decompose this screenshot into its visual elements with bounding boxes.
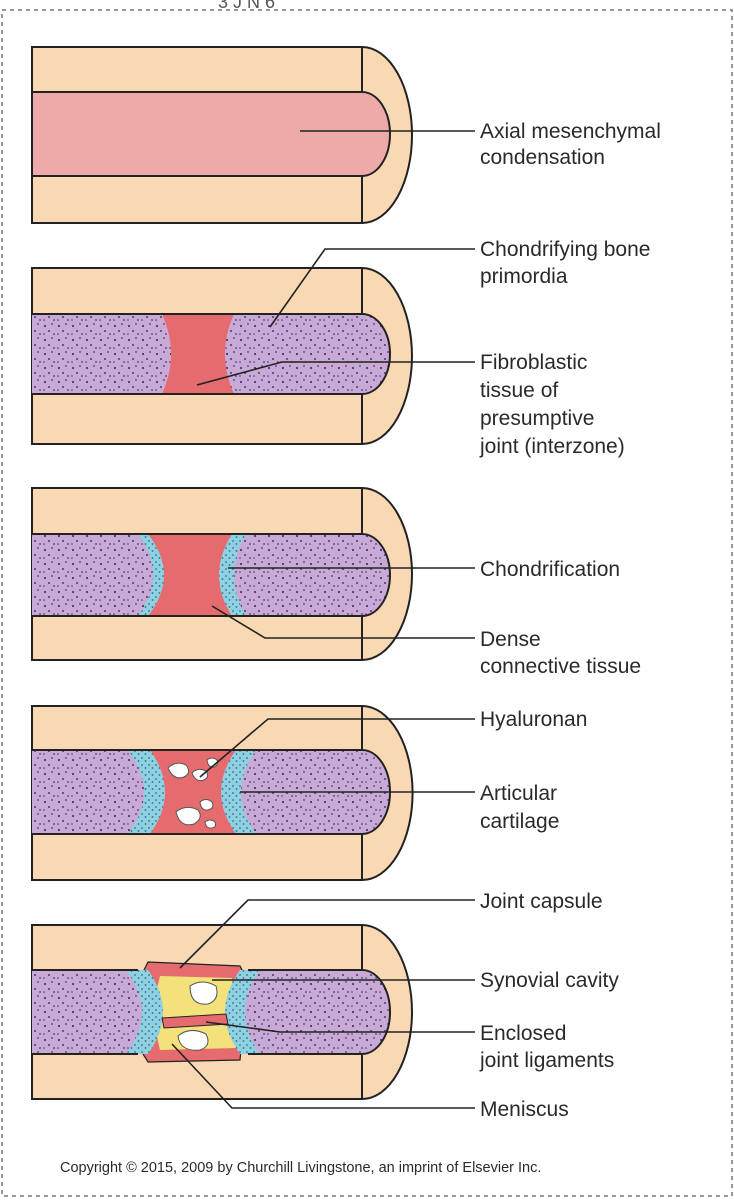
stage-1: Axial mesenchymal condensation [31,46,667,224]
interzone-tissue [160,314,236,394]
bone-right [245,970,390,1054]
stage-2: Chondrifying bone primordia Fibroblastic… [31,238,656,458]
label-synovial-cavity: Synovial cavity [480,969,619,992]
leader-line [179,899,475,969]
top-fragment-text: 3 J N 6 [218,0,275,12]
label-enclosed-joint-ligaments: Enclosed joint ligaments [479,1022,614,1072]
bone-primordium-right [225,314,390,394]
label-chondrification: Chondrification [480,558,620,581]
label-articular-cartilage: Articular cartilage [480,782,563,833]
stage-3: Chondrification Dense connective tissue [31,487,641,678]
leader-line [196,361,475,386]
leader-line [211,605,475,639]
leader-line [269,248,475,328]
stage-4: Hyaluronan Articular cartilage [31,705,587,881]
label-joint-capsule: Joint capsule [480,890,603,913]
leader-line [199,718,475,778]
synovial-fluid-spaces [177,981,218,1051]
bone-left [32,534,153,616]
bone-right [234,534,390,616]
bone-primordium-left [32,314,171,394]
hyaluronan-spaces [167,757,219,829]
label-hyaluronan: Hyaluronan [480,708,587,731]
bone-left [32,750,144,834]
label-meniscus: Meniscus [480,1098,569,1121]
label-fibroblastic-tissue: Fibroblastic tissue of presumptive joint… [479,351,625,458]
figure-frame [1,9,733,1197]
stage-5: Joint capsule Synovial cavity Enclosed j… [31,890,619,1121]
leader-line [171,1043,475,1109]
label-chondrifying-bone-primordia: Chondrifying bone primordia [480,238,656,288]
enclosed-ligament [161,1013,229,1029]
copyright-notice: Copyright © 2015, 2009 by Churchill Livi… [60,1160,541,1176]
label-axial-mesenchymal-condensation: Axial mesenchymal condensation [480,120,667,169]
bone-left [32,970,142,1054]
leader-line [205,1021,475,1033]
mesenchymal-condensation [31,91,391,177]
label-dense-connective-tissue: Dense connective tissue [480,628,641,678]
